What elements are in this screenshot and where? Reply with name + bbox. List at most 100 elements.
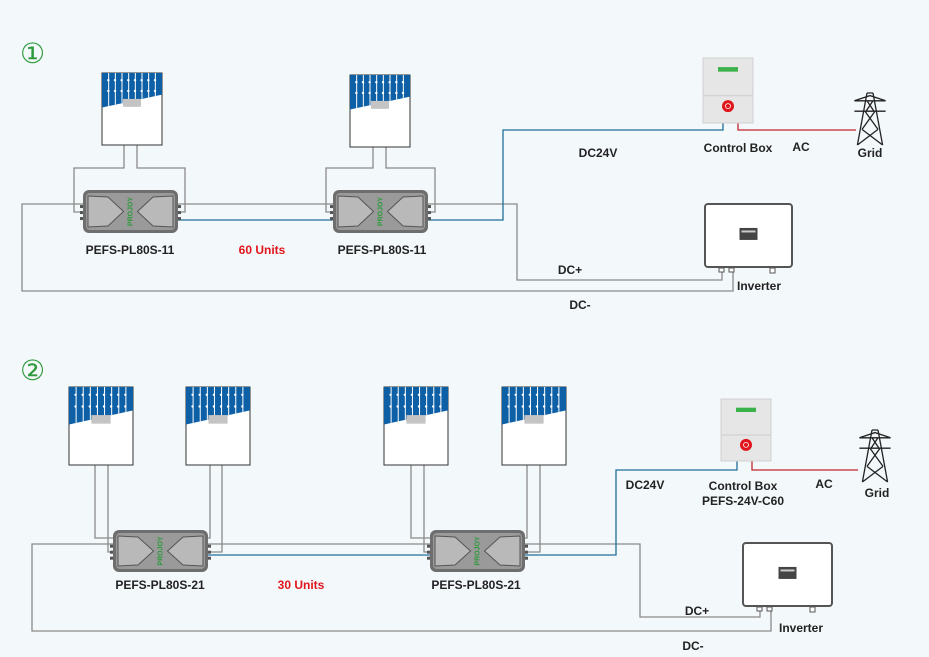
dc-plus-label: DC+: [558, 263, 582, 277]
emergency-ring: [743, 441, 749, 448]
cell-dot: [124, 393, 127, 396]
cell-dot: [88, 405, 91, 408]
cell-dot: [241, 405, 244, 408]
display-line: [780, 569, 795, 572]
cell-dot: [355, 91, 358, 95]
inverter-display: [739, 227, 758, 240]
ac-label: AC: [815, 477, 833, 491]
cell-dot: [226, 393, 230, 396]
optimizer-chevron-right: [483, 535, 521, 567]
cell-dot: [381, 91, 385, 95]
cell-dot: [198, 393, 201, 396]
cell-dot: [127, 79, 130, 82]
dc-plus-wire: [428, 203, 723, 281]
optimizer-chevron-right: [136, 195, 174, 228]
dc-minus-port: [728, 267, 735, 273]
panel-lead: [208, 465, 223, 553]
cell-dot: [361, 81, 365, 84]
panel-lead: [73, 145, 125, 213]
cell-dot: [417, 393, 421, 396]
cell-dot: [133, 79, 137, 82]
panel-cells: [350, 75, 410, 110]
cell-dot: [439, 405, 442, 408]
section-number-2: ②: [20, 355, 45, 386]
cell-dot: [109, 405, 113, 408]
cell-dot: [74, 393, 77, 396]
optimizer-icon: PROJOY: [110, 530, 211, 572]
dc-plus-port: [756, 606, 763, 612]
solar-panel-icon: [101, 72, 163, 146]
cell-dot: [113, 89, 117, 93]
cell-dot: [417, 405, 421, 408]
units-count: 60 Units: [239, 243, 286, 257]
cell-dot: [361, 91, 365, 95]
cell-dot: [74, 405, 77, 408]
cell-dot: [368, 81, 371, 84]
connector: [80, 217, 84, 221]
cell-dot: [120, 79, 123, 82]
optimizer-icon: PROJOY: [80, 190, 181, 233]
cell-dot: [234, 405, 237, 408]
dc-minus-wire: [31, 543, 772, 632]
cell-dot: [147, 79, 150, 82]
panel-lead: [136, 145, 186, 213]
cell-dot: [535, 393, 539, 396]
panel-cells: [502, 387, 566, 425]
optimizer-icon: PROJOY: [427, 530, 528, 572]
dc-minus-label: DC-: [569, 298, 590, 312]
cell-dot: [153, 79, 157, 82]
dc-minus-wire: [21, 203, 734, 292]
solar-panel-icon: [501, 386, 567, 466]
connector: [524, 544, 528, 548]
cell-dot: [424, 393, 428, 396]
ac-wire: [751, 461, 858, 471]
tower-lattice: [854, 92, 886, 146]
panel-cells: [384, 387, 448, 425]
grid-label: Grid: [865, 486, 890, 500]
inverter-icon: [742, 542, 833, 613]
connector: [427, 556, 431, 560]
cell-dot: [557, 405, 560, 408]
cell-dot: [198, 405, 201, 408]
cell-dot: [396, 393, 399, 396]
cell-dot: [117, 393, 120, 396]
optimizer-label: PEFS-PL80S-21: [115, 578, 205, 592]
brand-logo: PROJOY: [475, 536, 482, 566]
junction-box: [524, 415, 544, 424]
solar-panel-icon: [383, 386, 449, 466]
connector: [80, 211, 84, 215]
solar-panel-icon: [349, 74, 411, 148]
optimizer-label: PEFS-PL80S-21: [431, 578, 521, 592]
cell-dot: [395, 91, 398, 95]
cell-dot: [395, 81, 398, 84]
junction-box: [91, 415, 111, 424]
cell-dot: [102, 393, 106, 396]
status-display: [718, 67, 738, 72]
connector: [80, 205, 84, 209]
cell-dot: [102, 405, 106, 408]
power-tower-icon: [859, 429, 891, 483]
dc-plus-port: [718, 267, 725, 273]
control-box-model: PEFS-24V-C60: [702, 494, 784, 508]
cell-dot: [389, 393, 392, 396]
inverter-label: Inverter: [737, 279, 781, 293]
cell-dot: [153, 89, 157, 93]
connector: [330, 217, 334, 221]
cell-dot: [557, 393, 560, 396]
connector: [524, 556, 528, 560]
connector: [427, 550, 431, 554]
cell-dot: [212, 393, 216, 396]
dc24v-wire: [428, 123, 724, 221]
panel-lead: [522, 465, 528, 539]
cell-dot: [355, 81, 358, 84]
optimizer-chevron-left: [337, 195, 375, 228]
dc24v-label: DC24V: [579, 146, 618, 160]
optimizer-label: PEFS-PL80S-11: [86, 243, 175, 257]
cell-dot: [550, 405, 553, 408]
cell-dot: [95, 405, 99, 408]
cell-dot: [410, 405, 414, 408]
cell-dot: [528, 405, 532, 408]
inverter-icon: [704, 203, 793, 274]
